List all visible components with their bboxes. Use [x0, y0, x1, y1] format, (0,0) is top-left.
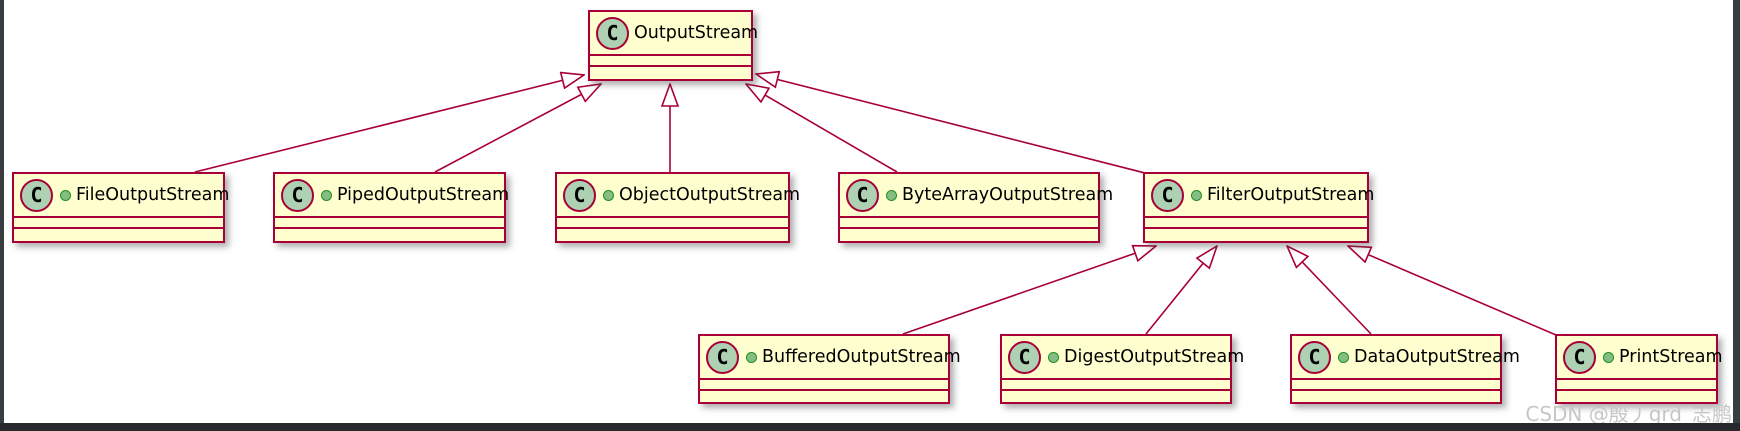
- methods-compartment: [700, 391, 948, 402]
- window-edge-bottom: [0, 423, 1740, 431]
- class-title-bar: C FileOutputStream: [14, 174, 229, 218]
- fields-compartment: [557, 218, 788, 229]
- methods-compartment: [590, 67, 751, 78]
- csdn-watermark: CSDN @殷丿grd_志鹏: [1525, 402, 1732, 426]
- fields-compartment: [590, 56, 751, 67]
- class-name: BufferedOutputStream: [762, 347, 961, 367]
- visibility-dot-icon: [1338, 351, 1349, 363]
- fields-compartment: [840, 218, 1098, 229]
- methods-compartment: [275, 229, 504, 240]
- class-badge-icon: C: [1563, 340, 1596, 374]
- fields-compartment: [1557, 380, 1716, 391]
- fields-compartment: [700, 380, 948, 391]
- class-name: PipedOutputStream: [337, 185, 510, 205]
- methods-compartment: [1002, 391, 1230, 402]
- class-name: ByteArrayOutputStream: [902, 185, 1114, 205]
- visibility-dot-icon: [60, 189, 71, 201]
- edge-printstream-extends-filteroutputstream: [1348, 246, 1557, 336]
- edge-pipedoutputstream-extends-outputstream: [434, 84, 601, 173]
- class-name: OutputStream: [634, 23, 759, 43]
- class-node-outputstream: C OutputStream: [588, 10, 758, 81]
- class-title-bar: C PrintStream: [1557, 336, 1723, 380]
- visibility-dot-icon: [603, 189, 614, 201]
- edge-digestoutputstream-extends-filteroutputstream: [1145, 246, 1217, 335]
- class-title-bar: C DigestOutputStream: [1002, 336, 1244, 380]
- class-badge-icon: C: [1008, 340, 1041, 374]
- class-name: DataOutputStream: [1354, 347, 1520, 367]
- edge-filteroutputstream-extends-outputstream: [756, 74, 1146, 174]
- class-name: PrintStream: [1619, 347, 1723, 367]
- visibility-dot-icon: [746, 351, 757, 363]
- visibility-dot-icon: [1048, 351, 1059, 363]
- class-title-bar: C PipedOutputStream: [275, 174, 509, 218]
- methods-compartment: [1145, 229, 1367, 240]
- class-name: ObjectOutputStream: [619, 185, 801, 205]
- methods-compartment: [557, 229, 788, 240]
- methods-compartment: [840, 229, 1098, 240]
- window-edge-left: [0, 0, 4, 431]
- class-title-bar: C FilterOutputStream: [1145, 174, 1374, 218]
- fields-compartment: [14, 218, 223, 229]
- class-title-bar: C ByteArrayOutputStream: [840, 174, 1113, 218]
- visibility-dot-icon: [886, 189, 897, 201]
- class-title-bar: C OutputStream: [590, 12, 758, 56]
- methods-compartment: [14, 229, 223, 240]
- visibility-dot-icon: [1603, 351, 1614, 363]
- fields-compartment: [275, 218, 504, 229]
- class-node-bufferedoutputstream: C BufferedOutputStream: [698, 334, 961, 404]
- class-name: FilterOutputStream: [1207, 185, 1375, 205]
- class-title-bar: C ObjectOutputStream: [557, 174, 800, 218]
- class-name: DigestOutputStream: [1064, 347, 1245, 367]
- class-badge-icon: C: [20, 178, 53, 212]
- fields-compartment: [1145, 218, 1367, 229]
- class-badge-icon: C: [596, 16, 629, 50]
- class-node-fileoutputstream: C FileOutputStream: [12, 172, 229, 243]
- class-title-bar: C DataOutputStream: [1292, 336, 1520, 380]
- visibility-dot-icon: [1191, 189, 1202, 201]
- class-badge-icon: C: [563, 178, 596, 212]
- window-edge-right: [1733, 0, 1740, 431]
- class-badge-icon: C: [281, 178, 314, 212]
- class-title-bar: C BufferedOutputStream: [700, 336, 961, 380]
- class-badge-icon: C: [846, 178, 879, 212]
- class-node-pipedoutputstream: C PipedOutputStream: [273, 172, 509, 243]
- visibility-dot-icon: [321, 189, 332, 201]
- methods-compartment: [1292, 391, 1500, 402]
- class-badge-icon: C: [1298, 340, 1331, 374]
- class-node-bytearrayoutputstream: C ByteArrayOutputStream: [838, 172, 1113, 243]
- edge-dataoutputstream-extends-filteroutputstream: [1287, 246, 1372, 335]
- fields-compartment: [1292, 380, 1500, 391]
- class-name: FileOutputStream: [76, 185, 230, 205]
- class-node-dataoutputstream: C DataOutputStream: [1290, 334, 1520, 404]
- edge-bytearrayoutputstream-extends-outputstream: [746, 84, 898, 173]
- edge-bufferedoutputstream-extends-filteroutputstream: [902, 246, 1156, 335]
- class-node-printstream: C PrintStream: [1555, 334, 1723, 404]
- class-node-filteroutputstream: C FilterOutputStream: [1143, 172, 1374, 243]
- class-node-digestoutputstream: C DigestOutputStream: [1000, 334, 1244, 404]
- fields-compartment: [1002, 380, 1230, 391]
- class-node-objectoutputstream: C ObjectOutputStream: [555, 172, 800, 243]
- edge-fileoutputstream-extends-outputstream: [194, 75, 584, 173]
- class-badge-icon: C: [706, 340, 739, 374]
- class-badge-icon: C: [1151, 178, 1184, 212]
